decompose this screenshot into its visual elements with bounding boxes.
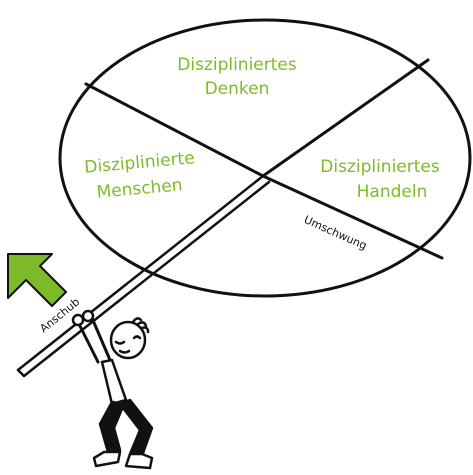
divider-lower-right [261, 174, 444, 260]
divider-upper-left [84, 82, 265, 178]
section-right-line2: Handeln [357, 182, 428, 202]
push-bar [16, 174, 271, 378]
section-top-line2: Denken [205, 79, 270, 99]
green-arrow-icon [7, 253, 67, 307]
flywheel-ellipse [58, 18, 472, 298]
divider-upper-right [261, 58, 430, 178]
section-right-line1: Diszipliniertes [320, 157, 440, 177]
section-left-line2: Menschen [96, 175, 184, 202]
section-left-line1: Disziplinierte [84, 148, 196, 178]
section-top-line1: Diszipliniertes [177, 55, 297, 75]
stick-figure-icon [71, 309, 154, 470]
